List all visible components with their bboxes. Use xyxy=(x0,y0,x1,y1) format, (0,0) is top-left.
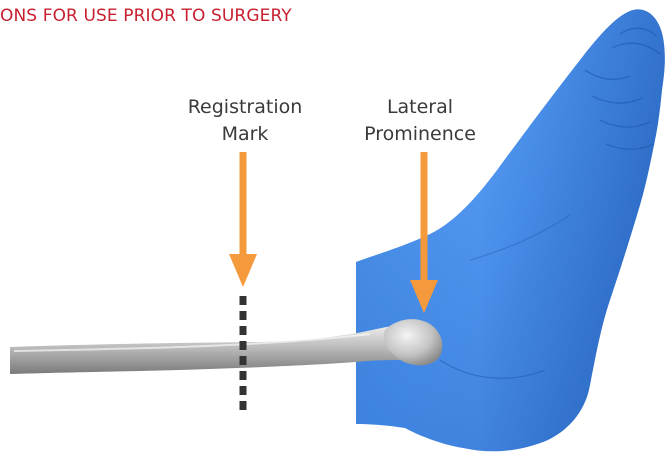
foot-shading xyxy=(356,9,665,451)
foot-model xyxy=(356,9,665,451)
registration-arrow xyxy=(229,152,257,287)
